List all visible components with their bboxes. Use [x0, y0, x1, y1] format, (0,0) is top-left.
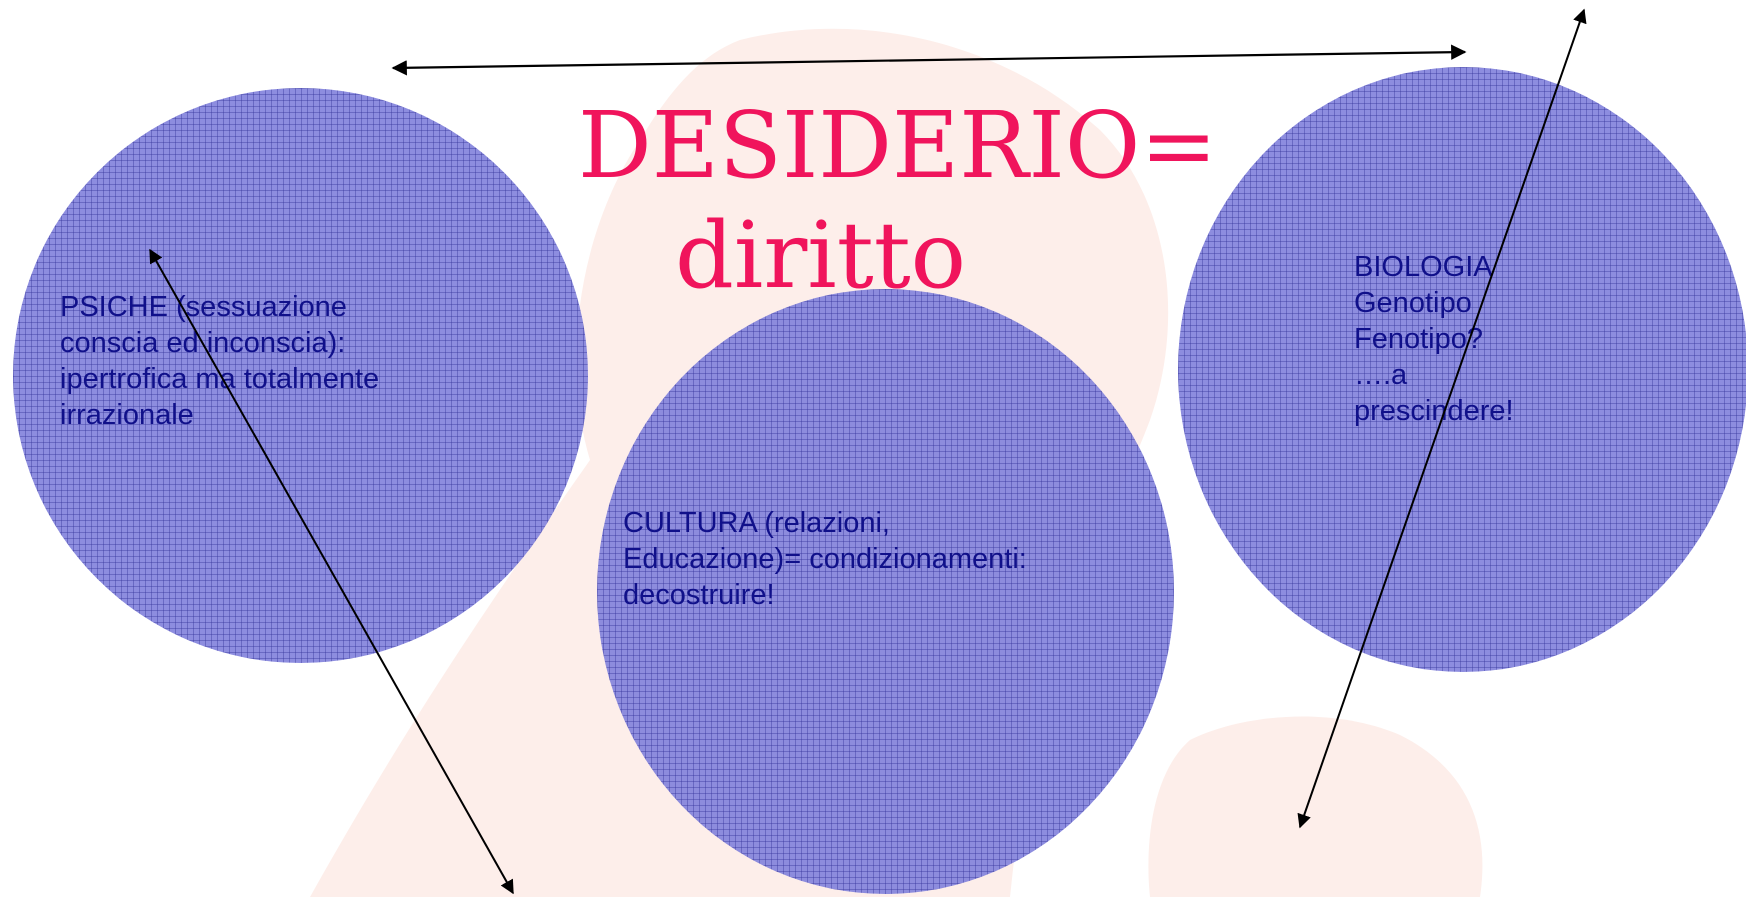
cultura-label-line: CULTURA (relazioni,	[623, 507, 890, 539]
right-double-arrow	[1297, 8, 1587, 829]
cultura-circle	[597, 289, 1174, 894]
left-double-arrow	[149, 248, 514, 895]
title-desiderio: DESIDERIO=	[578, 92, 1218, 199]
top-double-arrow	[391, 44, 1467, 76]
title-diritto: diritto	[675, 202, 967, 309]
cultura-label: CULTURA (relazioni, Educazione)= condizi…	[623, 505, 1027, 613]
cultura-label-line: Educazione)= condizionamenti:	[623, 543, 1027, 575]
cultura-label-line: decostruire!	[623, 579, 775, 611]
